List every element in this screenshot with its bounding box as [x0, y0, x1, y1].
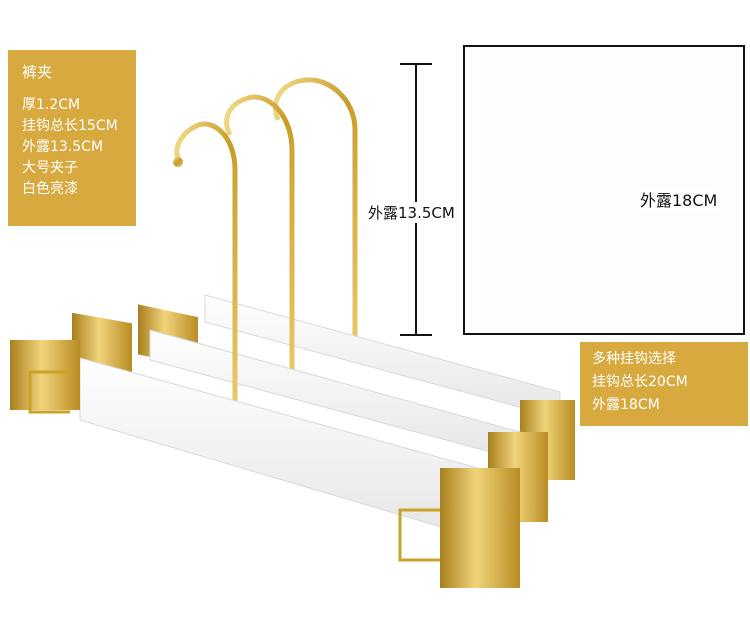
- spec-line: 白色亮漆: [22, 181, 78, 197]
- spec-line: 挂钩总长15CM: [22, 118, 118, 134]
- spec-line: 厚1.2CM: [22, 97, 81, 113]
- spec-line: 外露13.5CM: [22, 139, 104, 155]
- spec-line: 外露18CM: [592, 397, 660, 413]
- spec-line: 挂钩总长20CM: [592, 374, 688, 390]
- spec-box-right: 多种挂钩选择 挂钩总长20CM 外露18CM: [580, 342, 748, 426]
- dimension-label-inset: 外露18CM: [640, 187, 718, 211]
- hanger-front: [10, 121, 520, 588]
- dimension-line-main: [400, 63, 432, 336]
- spec-line: 大号夹子: [22, 160, 78, 176]
- spec-title: 裤夹: [22, 63, 53, 81]
- spec-line: 多种挂钩选择: [592, 351, 676, 367]
- spec-box-left: 裤夹 厚1.2CM 挂钩总长15CM 外露13.5CM 大号夹子 白色亮漆: [8, 50, 136, 226]
- dimension-label-main: 外露13.5CM: [368, 202, 455, 223]
